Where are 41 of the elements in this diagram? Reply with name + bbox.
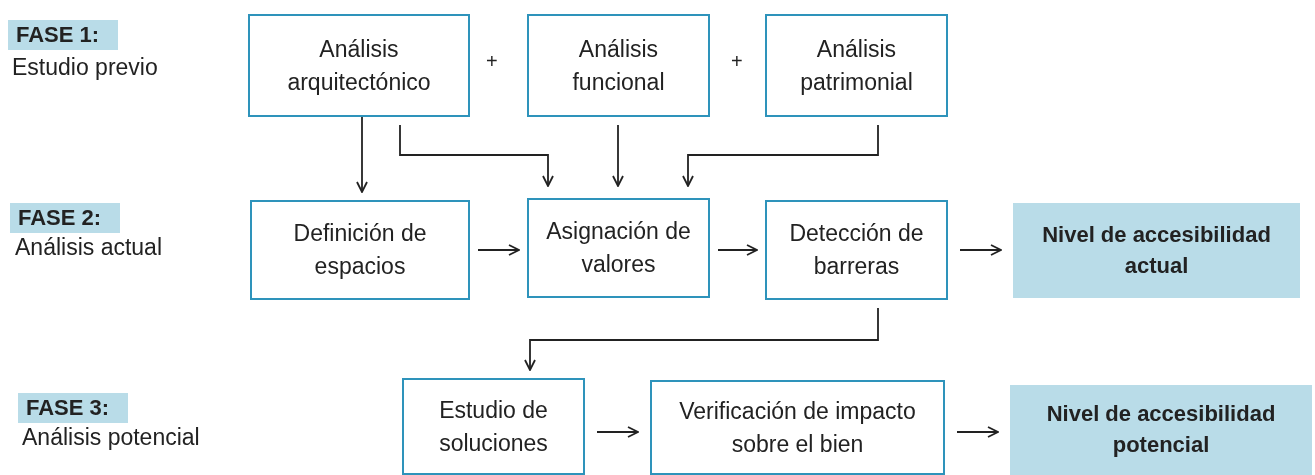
process-box: [250, 200, 470, 300]
process-box: [765, 200, 948, 300]
process-box: [527, 14, 710, 117]
process-box: [402, 378, 585, 475]
phase-band: [10, 203, 120, 233]
process-box: [765, 14, 948, 117]
box-text: Nivel de accesibilidad potencial: [1045, 400, 1277, 459]
phase-caption: Estudio previo: [12, 54, 158, 81]
box-text: Nivel de accesibilidad actual: [1041, 220, 1272, 280]
phase-caption: Análisis actual: [15, 234, 163, 261]
box-text: Detección de barreras: [788, 219, 925, 281]
arrow: [399, 124, 554, 187]
arrow: [682, 124, 879, 187]
arrow: [612, 124, 624, 187]
box-text: Análisis arquitectónico: [286, 34, 432, 97]
process-box: [527, 198, 710, 298]
box-text: Definición de espacios: [292, 219, 428, 281]
process-box: [248, 14, 470, 117]
plus-sign: +: [486, 50, 498, 73]
phase-band: [18, 393, 128, 423]
process-box: [650, 380, 945, 475]
arrow: [477, 244, 520, 256]
phase-caption: Análisis potencial: [22, 424, 200, 451]
box-text: Análisis patrimonial: [799, 34, 914, 97]
box-text: Estudio de soluciones: [438, 395, 549, 458]
arrow: [356, 116, 368, 193]
result-box: [1013, 203, 1300, 298]
box-text: Análisis funcional: [571, 34, 666, 97]
box-text: FASE 3:: [26, 395, 110, 421]
box-text: FASE 2:: [18, 205, 102, 231]
arrow: [717, 244, 758, 256]
phase-band: [8, 20, 118, 50]
arrow: [959, 244, 1002, 256]
arrow: [596, 426, 639, 438]
result-box: [1010, 385, 1312, 475]
plus-sign: +: [731, 50, 743, 73]
box-text: Verificación de impacto sobre el bien: [678, 396, 917, 459]
arrow: [524, 307, 879, 371]
arrow: [956, 426, 999, 438]
box-text: Asignación de valores: [545, 217, 692, 279]
box-text: FASE 1:: [16, 22, 100, 48]
